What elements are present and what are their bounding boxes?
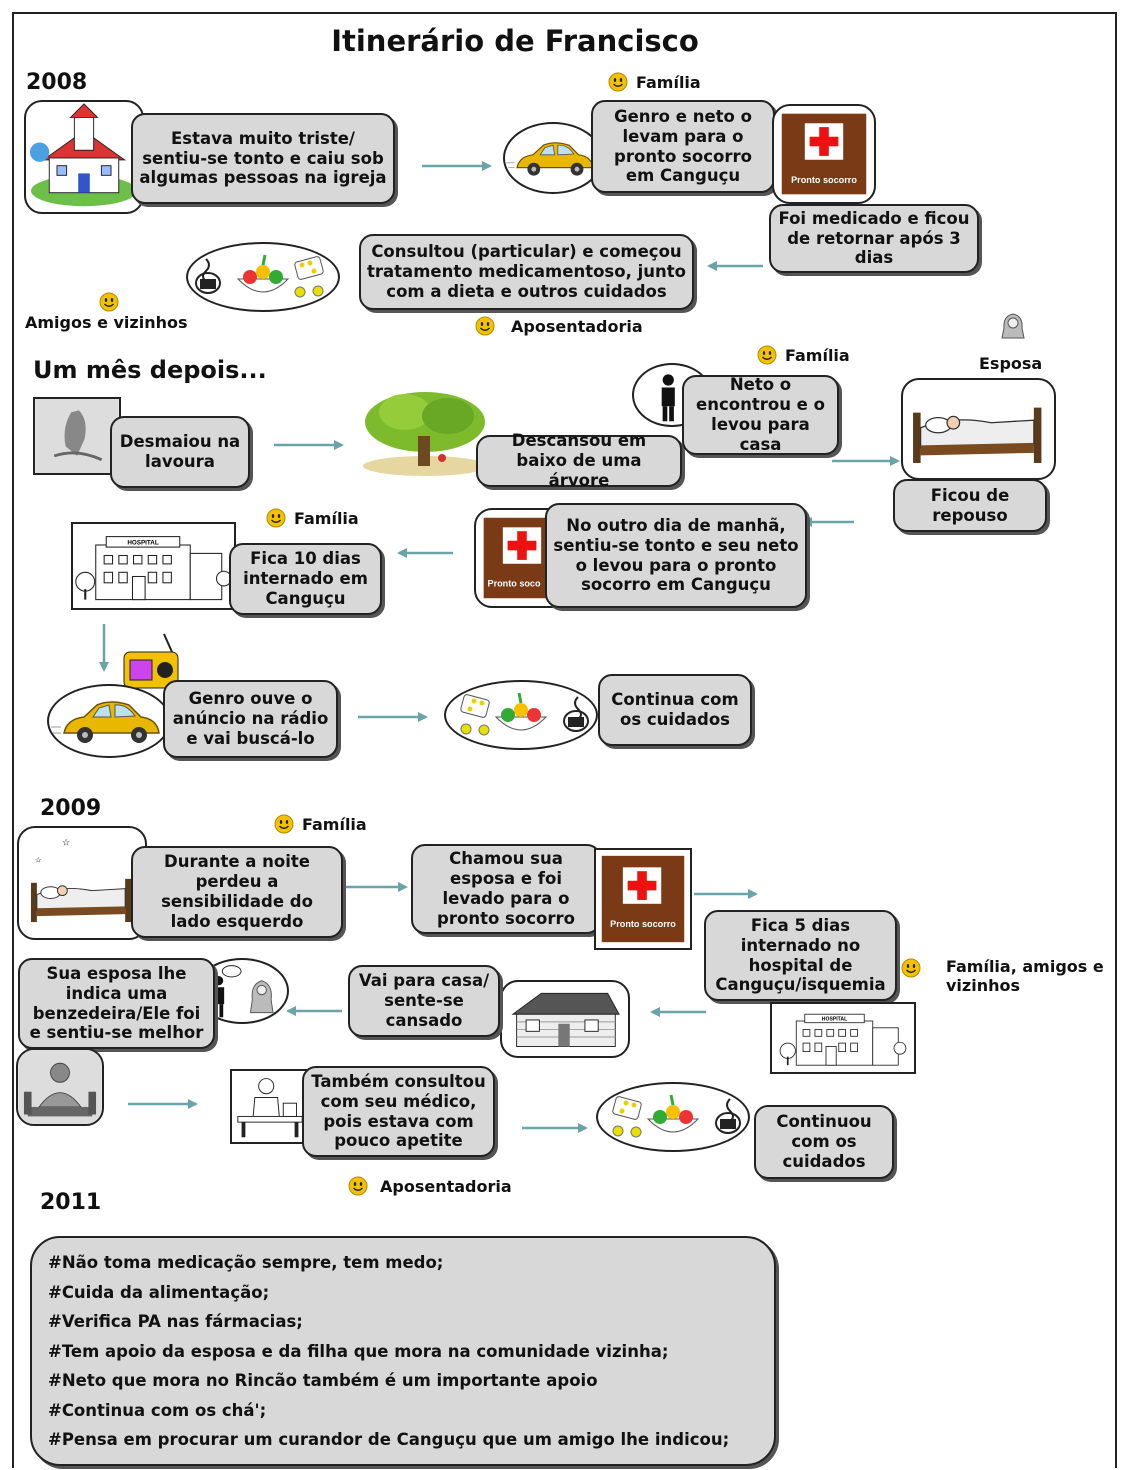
box-10dias: Fica 10 dias internado em Canguçu xyxy=(229,543,382,615)
fainting-image xyxy=(33,397,121,475)
box-vai-casa: Vai para casa/ sente-se cansado xyxy=(348,965,500,1037)
note-item: #Pensa em procurar um curandor de Canguç… xyxy=(48,1430,730,1449)
care-items-image xyxy=(444,680,598,750)
buddha-image xyxy=(16,1048,104,1126)
note-item: #Continua com os chá'; xyxy=(48,1400,267,1420)
radio-icon xyxy=(123,633,179,689)
arrow-left xyxy=(802,517,854,527)
box-neto: Neto o encontrou e o levou para casa xyxy=(682,375,839,455)
arrow-left xyxy=(650,1007,706,1017)
svg-text:☆: ☆ xyxy=(35,856,42,865)
box-outro-dia: No outro dia de manhã, sentiu-se tonto e… xyxy=(545,503,807,608)
sign-label: Pronto soco xyxy=(488,579,541,589)
arrow-right xyxy=(346,882,408,892)
tree-image xyxy=(363,392,487,476)
smiley-icon xyxy=(348,1176,368,1196)
arrow-right xyxy=(522,1123,588,1133)
sign-label: Pronto socorro xyxy=(610,919,676,929)
pronto-socorro-sign: Pronto socorro xyxy=(772,104,876,204)
year-2008-heading: 2008 xyxy=(26,70,88,95)
smiley-icon xyxy=(475,316,495,336)
doctor-image xyxy=(230,1069,310,1144)
box-benzedeira: Sua esposa lhe indica uma benzedeira/Ele… xyxy=(18,958,215,1049)
arrow-right xyxy=(274,440,344,450)
car-image xyxy=(47,684,171,758)
smiley-icon xyxy=(99,292,119,312)
arrow-left xyxy=(397,548,453,558)
page-title: Itinerário de Francisco xyxy=(331,24,699,58)
box-medico: Também consultou com seu médico, pois es… xyxy=(302,1066,495,1157)
note-item: #Neto que mora no Rincão também é um imp… xyxy=(48,1371,598,1390)
label-familia-2: Família xyxy=(757,345,850,365)
label-familia-4: Família xyxy=(274,814,367,834)
smiley-icon xyxy=(266,508,286,528)
box-continua: Continua com os cuidados xyxy=(598,674,752,746)
box-2008-consultou: Consultou (particular) e começou tratame… xyxy=(359,234,694,310)
box-2008-church: Estava muito triste/ sentiu-se tonto e c… xyxy=(131,113,395,204)
arrow-left xyxy=(286,1006,342,1016)
church-image xyxy=(24,100,144,214)
arrow-right xyxy=(694,889,758,899)
care-items-image xyxy=(596,1082,750,1152)
hospital-sign: HOSPITAL xyxy=(127,539,159,546)
note-item: #Verifica PA nas fármacias; xyxy=(48,1312,303,1331)
notes-2011-box: #Não toma medicação sempre, tem medo; #C… xyxy=(30,1236,776,1466)
hospital-image: HOSPITAL xyxy=(770,1002,916,1074)
label-esposa: Esposa xyxy=(979,354,1043,373)
house-image xyxy=(500,980,630,1058)
hospital-image: HOSPITAL xyxy=(71,522,236,610)
smiley-familia-amigos xyxy=(901,958,921,978)
label-familia-amigos-vizinhos: Família, amigos e vizinhos xyxy=(946,957,1104,996)
arrow-left xyxy=(707,261,763,271)
box-5dias: Fica 5 dias internado no hospital de Can… xyxy=(704,910,897,1001)
car-image xyxy=(503,122,603,194)
arrow-right xyxy=(422,161,492,171)
box-descansou: Descansou em baixo de uma árvore xyxy=(476,431,682,490)
wife-icon xyxy=(1001,313,1025,339)
arrow-right xyxy=(358,712,428,722)
box-genro-radio: Genro ouve o anúncio na rádio e vai busc… xyxy=(163,680,338,758)
smiley-icon xyxy=(901,958,921,978)
smiley-icon xyxy=(757,345,777,365)
year-2009-heading: 2009 xyxy=(40,796,102,821)
smiley-icon xyxy=(608,72,628,92)
box-noite: Durante a noite perdeu a sensibilidade d… xyxy=(131,846,343,938)
label-aposentadoria-1: Aposentadoria xyxy=(475,316,643,336)
box-repouso: Ficou de repouso xyxy=(893,479,1047,532)
label-familia-1: Família xyxy=(608,72,701,92)
hospital-sign: HOSPITAL xyxy=(822,1017,847,1023)
box-2008-genro: Genro e neto o levam para o pronto socor… xyxy=(591,100,775,193)
label-aposentadoria-2: Aposentadoria xyxy=(348,1176,512,1196)
care-items-image xyxy=(186,242,340,312)
note-item: #Não toma medicação sempre, tem medo; xyxy=(48,1253,444,1272)
box-desmaiou: Desmaiou na lavoura xyxy=(110,416,250,488)
pronto-socorro-sign: Pronto socorro xyxy=(594,848,692,950)
page-frame xyxy=(12,12,1117,1468)
smiley-icon xyxy=(274,814,294,834)
sign-label: Pronto socorro xyxy=(791,175,857,185)
note-item: #Cuida da alimentação; xyxy=(48,1282,270,1302)
night-bed-image: ☆☆ xyxy=(17,826,147,940)
smiley-amigos xyxy=(99,292,119,312)
arrow-right xyxy=(832,456,900,466)
bed-image xyxy=(901,378,1056,480)
label-familia-3: Família xyxy=(266,508,359,528)
arrow-right xyxy=(128,1099,198,1109)
box-continuou: Continuou com os cuidados xyxy=(754,1105,894,1179)
label-amigos-vizinhos: Amigos e vizinhos xyxy=(25,313,188,332)
note-item: #Tem apoio da esposa e da filha que mora… xyxy=(48,1341,669,1361)
box-2008-medicado: Foi medicado e ficou de retornar após 3 … xyxy=(769,204,979,273)
box-chamou: Chamou sua esposa e foi levado para o pr… xyxy=(411,844,601,934)
svg-text:☆: ☆ xyxy=(62,837,71,848)
arrow-down xyxy=(99,624,109,672)
year-2011-heading: 2011 xyxy=(40,1190,102,1215)
month-later-heading: Um mês depois... xyxy=(33,356,267,384)
